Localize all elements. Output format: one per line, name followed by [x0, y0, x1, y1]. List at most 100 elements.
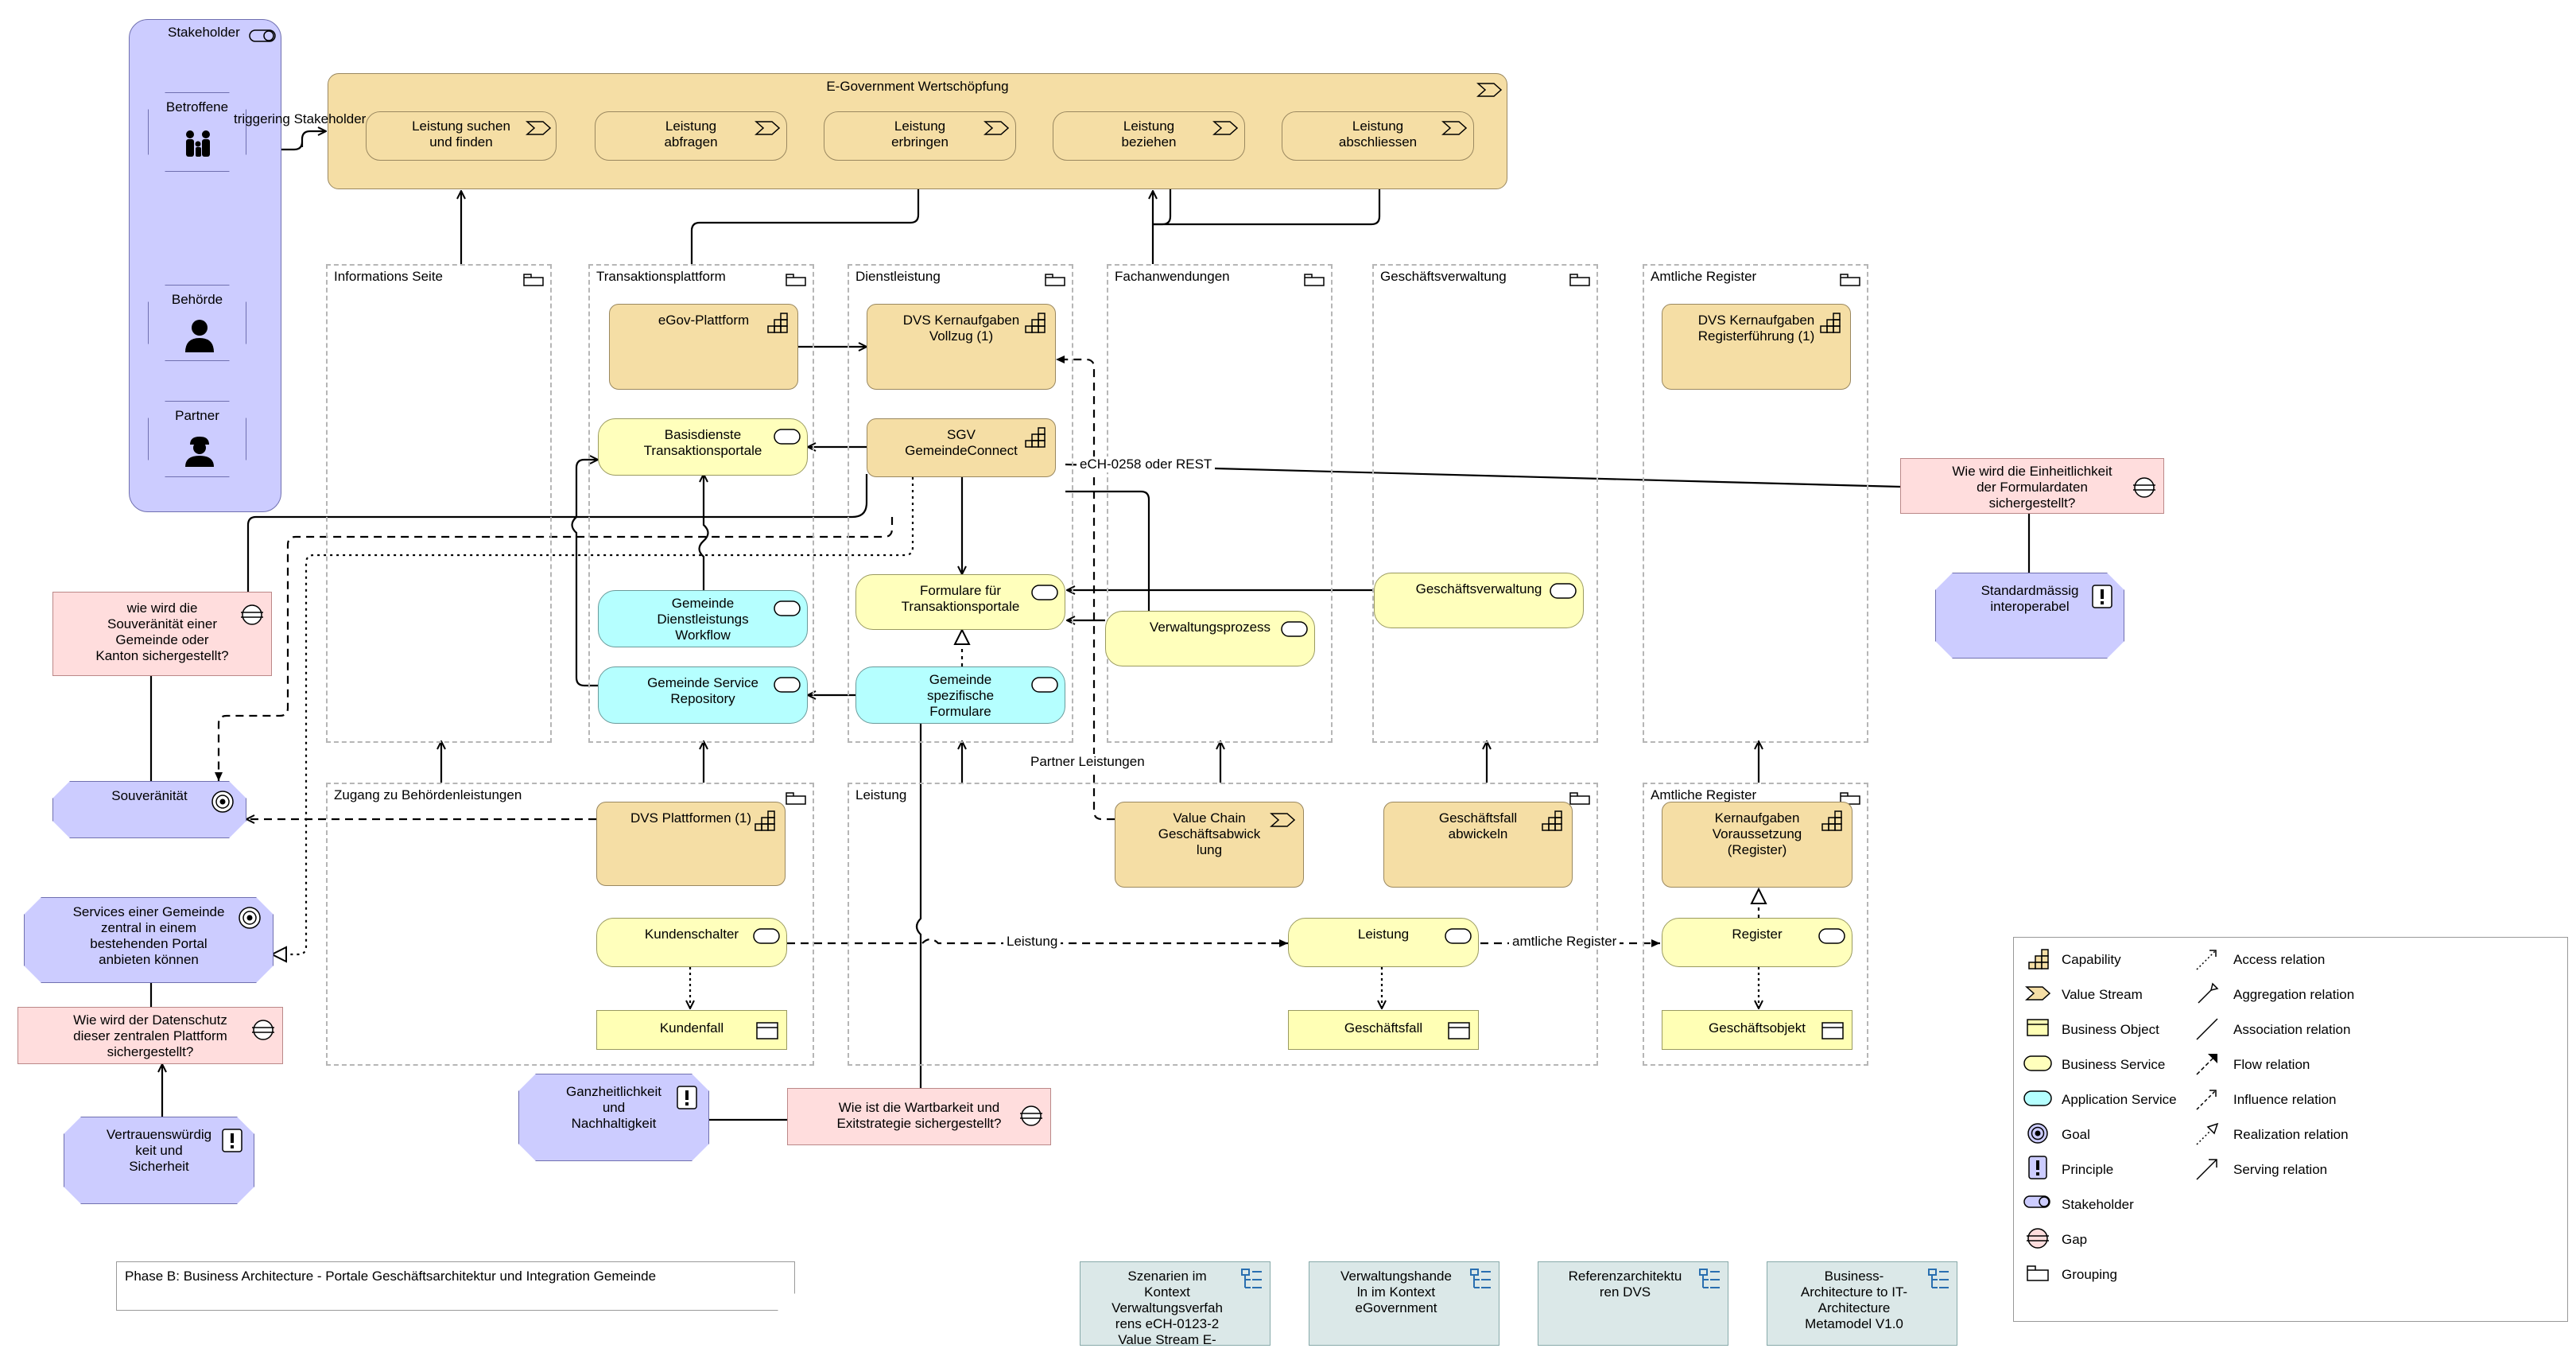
- worker-icon: [184, 435, 215, 467]
- legend-item: Grouping: [2062, 1267, 2117, 1282]
- edge-label-amtliche-register: amtliche Register: [1509, 934, 1620, 950]
- model-ref-metamodel[interactable]: Business- Architecture to IT- Architectu…: [1767, 1261, 1957, 1346]
- group-amtliche-register-top[interactable]: Amtliche Register: [1643, 264, 1868, 743]
- value-stream-icon: [1270, 813, 1296, 827]
- sgv-gemeindeconnect[interactable]: SGV GemeindeConnect: [867, 418, 1056, 477]
- gap-icon: [1020, 1105, 1042, 1126]
- principle-ganzheitlichkeit[interactable]: Ganzheitlichkeit und Nachhaltigkeit: [518, 1074, 709, 1161]
- value-step-label: Leistung suchen und finden: [412, 119, 510, 150]
- element-label: Register: [1732, 927, 1783, 942]
- access-relation-icon: [2196, 950, 2217, 970]
- group-zugang[interactable]: Zugang zu Behördenleistungen: [326, 783, 814, 1066]
- value-step-label: Leistung abfragen: [664, 119, 718, 150]
- element-label: Gemeinde Service Repository: [647, 675, 758, 706]
- verwaltungsprozess[interactable]: Verwaltungsprozess: [1105, 611, 1315, 666]
- group-fachanwendungen[interactable]: Fachanwendungen: [1107, 264, 1333, 743]
- goal-icon: [211, 790, 235, 814]
- principle-vertrauenswuerdigkeit[interactable]: Vertrauenswürdig keit und Sicherheit: [64, 1117, 254, 1204]
- actor-partner[interactable]: Partner: [148, 401, 246, 477]
- realization-relation-icon: [2196, 1122, 2219, 1145]
- element-label: DVS Plattformen (1): [630, 810, 752, 826]
- actor-betroffene[interactable]: Betroffene: [148, 92, 246, 172]
- gap-einheitlichkeit[interactable]: Wie wird die Einheitlichkeit der Formula…: [1900, 458, 2164, 514]
- trigger-label: triggering Stakeholder: [234, 111, 367, 126]
- geschaeftsfall-abwickeln[interactable]: Geschäftsfall abwickeln: [1383, 802, 1573, 888]
- model-ref-szenarien[interactable]: Szenarien im Kontext Verwaltungsverfah r…: [1080, 1261, 1271, 1346]
- leistung-service[interactable]: Leistung: [1288, 918, 1479, 967]
- value-step-4[interactable]: Leistung beziehen: [1053, 111, 1245, 161]
- element-label: Kundenschalter: [644, 927, 739, 942]
- goal-services-gemeinde[interactable]: Services einer Gemeinde zentral in einem…: [24, 897, 274, 983]
- edge-label-ech: eCH-0258 oder REST: [1077, 457, 1216, 472]
- business-service-icon: [753, 928, 780, 944]
- goal-icon: [2027, 1123, 2048, 1144]
- dvs-kernaufgaben-vollzug[interactable]: DVS Kernaufgaben Vollzug (1): [867, 304, 1056, 390]
- business-service-icon: [1031, 585, 1058, 600]
- geschaeftsobjekt[interactable]: Geschäftsobjekt: [1662, 1010, 1852, 1050]
- legend-item: Influence relation: [2233, 1092, 2337, 1107]
- formulare-transaktionsportale[interactable]: Formulare für Transaktionsportale: [855, 574, 1065, 630]
- geschaeftsfall[interactable]: Geschäftsfall: [1288, 1010, 1479, 1050]
- model-reference-icon: [1699, 1269, 1720, 1288]
- folder-icon: [1045, 274, 1065, 286]
- value-step-1[interactable]: Leistung suchen und finden: [366, 111, 557, 161]
- gap-datenschutz[interactable]: Wie wird der Datenschutz dieser zentrale…: [17, 1007, 283, 1064]
- basisdienste-transaktionsportale[interactable]: Basisdienste Transaktionsportale: [598, 418, 808, 476]
- legend-item: Principle: [2062, 1162, 2114, 1177]
- legend-item: Serving relation: [2233, 1162, 2328, 1177]
- egov-plattform[interactable]: eGov-Plattform: [609, 304, 798, 390]
- kundenschalter[interactable]: Kundenschalter: [596, 918, 787, 967]
- stakeholder-icon: [249, 29, 276, 42]
- register-service[interactable]: Register: [1662, 918, 1852, 967]
- principle-standardmaessig[interactable]: Standardmässig interoperabel: [1935, 573, 2124, 659]
- element-label: Basisdienste Transaktionsportale: [643, 427, 762, 458]
- gemeinde-spezifische-formulare[interactable]: Gemeinde spezifische Formulare: [855, 666, 1065, 724]
- principle-icon: [2092, 585, 2112, 608]
- legend-item: Value Stream: [2062, 987, 2143, 1002]
- geschaeftsverwaltung-service[interactable]: Geschäftsverwaltung: [1374, 573, 1584, 628]
- value-step-3[interactable]: Leistung erbringen: [824, 111, 1016, 161]
- gap-icon: [252, 1020, 274, 1040]
- element-label: DVS Kernaufgaben Vollzug (1): [902, 313, 1020, 344]
- group-transaktionsplattform[interactable]: Transaktionsplattform: [588, 264, 814, 743]
- gap-souveraenitaet[interactable]: wie wird die Souveränität einer Gemeinde…: [52, 592, 272, 676]
- legend-item: Stakeholder: [2062, 1197, 2134, 1212]
- group-title: Transaktionsplattform: [596, 269, 726, 284]
- group-geschaeftsverwaltung[interactable]: Geschäftsverwaltung: [1372, 264, 1598, 743]
- capability-icon: [2028, 949, 2049, 969]
- folder-icon: [1304, 274, 1325, 286]
- value-chain-geschaeftsabwicklung[interactable]: Value Chain Geschäftsabwick lung: [1115, 802, 1304, 888]
- model-ref-referenzarchitekturen[interactable]: Referenzarchitektu ren DVS: [1538, 1261, 1728, 1346]
- value-step-5[interactable]: Leistung abschliessen: [1282, 111, 1474, 161]
- legend-item: Application Service: [2062, 1092, 2177, 1107]
- gemeinde-dienstleistungs-workflow[interactable]: Gemeinde Dienstleistungs Workflow: [598, 590, 808, 647]
- group-dienstleistung[interactable]: Dienstleistung: [848, 264, 1073, 743]
- model-ref-verwaltungshandeln[interactable]: Verwaltungshande ln im Kontext eGovernme…: [1309, 1261, 1499, 1346]
- group-title: Geschäftsverwaltung: [1380, 269, 1507, 284]
- gemeinde-service-repository[interactable]: Gemeinde Service Repository: [598, 666, 808, 724]
- gap-wartbarkeit[interactable]: Wie ist die Wartbarkeit und Exitstrategi…: [787, 1088, 1051, 1145]
- actor-behoerde[interactable]: Behörde: [148, 285, 246, 361]
- dvs-kernaufgaben-registerfuehrung[interactable]: DVS Kernaufgaben Registerführung (1): [1662, 304, 1851, 390]
- dvs-plattformen[interactable]: DVS Plattformen (1): [596, 802, 786, 886]
- value-step-2[interactable]: Leistung abfragen: [595, 111, 787, 161]
- note-text: Phase B: Business Architecture - Portale…: [125, 1269, 657, 1284]
- legend-item: Gap: [2062, 1232, 2088, 1247]
- group-leistung[interactable]: Leistung: [848, 783, 1598, 1066]
- element-label: Leistung: [1357, 927, 1410, 942]
- goal-souveraenitaet[interactable]: Souveränität: [52, 781, 246, 838]
- business-service-icon: [1818, 928, 1845, 944]
- value-stream-icon: [1441, 121, 1468, 135]
- value-step-label: Leistung abschliessen: [1338, 119, 1418, 150]
- kernaufgaben-voraussetzung[interactable]: Kernaufgaben Voraussetzung (Register): [1662, 802, 1852, 888]
- family-icon: [184, 130, 214, 158]
- capability-icon: [755, 810, 775, 831]
- kundenfall[interactable]: Kundenfall: [596, 1010, 787, 1050]
- association-relation-icon: [2196, 1018, 2218, 1040]
- business-service-icon: [1550, 583, 1577, 599]
- phase-note[interactable]: Phase B: Business Architecture - Portale…: [116, 1261, 795, 1311]
- business-service-icon: [2023, 1055, 2052, 1071]
- principle-label: Ganzheitlichkeit und Nachhaltigkeit: [565, 1084, 661, 1131]
- group-title: Dienstleistung: [855, 269, 941, 284]
- group-informations-seite[interactable]: Informations Seite: [326, 264, 552, 743]
